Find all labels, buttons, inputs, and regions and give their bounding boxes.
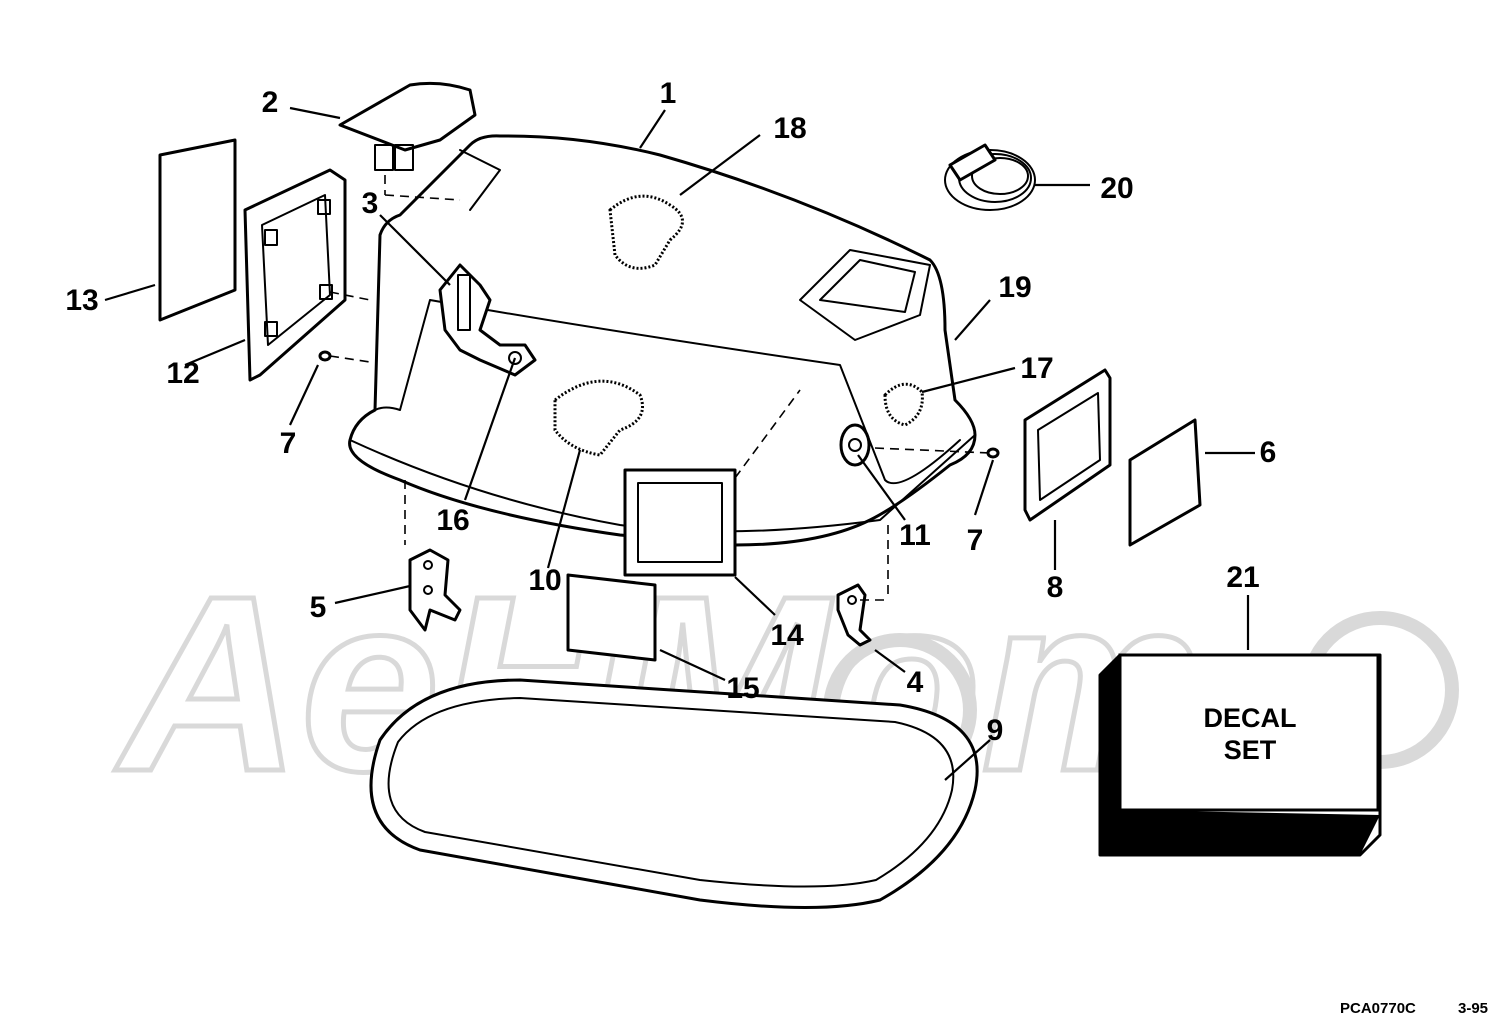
- callout-12: 12: [166, 357, 199, 390]
- part-2-cap: [338, 81, 477, 201]
- callout-18: 18: [773, 112, 806, 145]
- callout-1: 1: [660, 77, 677, 110]
- part-5-bracket: [408, 548, 462, 632]
- decal-box-line-2: SET: [1224, 735, 1277, 765]
- part-7-screw-right: [986, 447, 1000, 459]
- callout-21: 21: [1226, 561, 1259, 594]
- part-18-foam: [608, 194, 684, 270]
- part-6-decal: [1128, 418, 1202, 547]
- leader-lines: [104, 106, 1255, 781]
- diagram-code: PCA0770C: [1340, 1000, 1416, 1017]
- part-8-panel: [1023, 368, 1112, 522]
- callout-2: 2: [262, 86, 279, 119]
- callout-15: 15: [726, 672, 759, 705]
- callout-10: 10: [528, 564, 561, 597]
- callout-20: 20: [1100, 172, 1133, 205]
- callout-4: 4: [907, 666, 924, 699]
- part-12-panel: [243, 168, 371, 382]
- part-17-foam: [883, 382, 924, 427]
- callout-5: 5: [310, 591, 327, 624]
- callout-6: 6: [1260, 436, 1277, 469]
- callouts: 1 2 3 4 5 6 7 7 8 9 10 11 12 13 14 15 16…: [65, 77, 1276, 747]
- part-15-decal: [566, 573, 657, 662]
- callout-19: 19: [998, 271, 1031, 304]
- footer: PCA0770C 3-95: [1340, 1000, 1488, 1017]
- part-3-latch: [438, 263, 537, 377]
- part-20-cable: [944, 143, 1036, 211]
- callout-16: 16: [436, 504, 469, 537]
- decal-box-line-1: DECAL: [1204, 703, 1297, 733]
- part-21-decal-box: DECAL SET: [1098, 653, 1382, 857]
- callout-7-right: 7: [967, 524, 984, 557]
- callout-14: 14: [770, 619, 804, 652]
- callout-17: 17: [1020, 352, 1053, 385]
- callout-7-left: 7: [280, 427, 297, 460]
- callout-9: 9: [987, 714, 1004, 747]
- part-10-foam: [553, 379, 644, 457]
- part-7-screw-left: [318, 350, 332, 362]
- diagram-date: 3-95: [1458, 1000, 1488, 1017]
- callout-13: 13: [65, 284, 98, 317]
- callout-8: 8: [1047, 571, 1064, 604]
- part-14-panel: [623, 468, 737, 577]
- part-1-engine-cover: [348, 134, 977, 547]
- part-9-lower-seal: [369, 678, 979, 909]
- part-13-decal: [158, 138, 237, 322]
- part-11-grommet: [839, 423, 871, 467]
- callout-3: 3: [362, 187, 379, 220]
- callout-11: 11: [899, 519, 931, 552]
- assembly-guides: [329, 355, 991, 601]
